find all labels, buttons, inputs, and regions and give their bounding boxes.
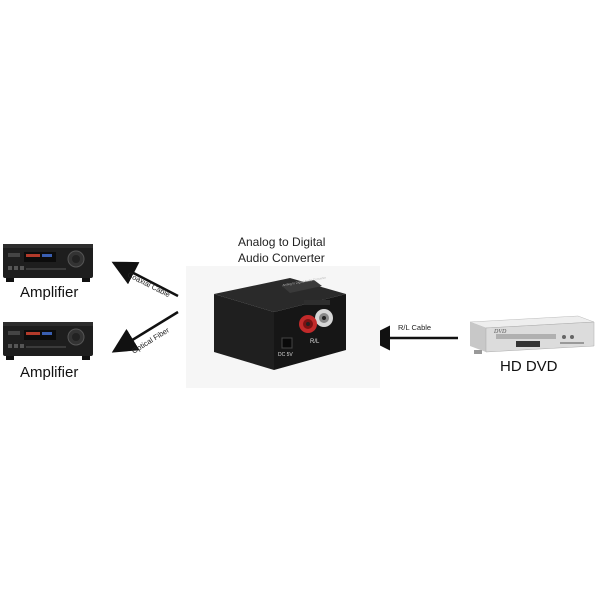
- converter-port-rl-label: R/L: [310, 339, 320, 345]
- amplifier-1-image: [3, 244, 93, 282]
- hd-dvd-label: HD DVD: [500, 358, 558, 375]
- converter-device: [214, 278, 346, 370]
- amplifier-2-label: Amplifier: [20, 364, 79, 381]
- dvd-player-image: [469, 315, 595, 354]
- amplifier-1-label: Amplifier: [20, 284, 79, 301]
- rl-cable-label: R/L Cable: [398, 323, 432, 332]
- converter-title-line-2: Audio Converter: [238, 251, 325, 265]
- amplifier-2-image: [3, 322, 93, 360]
- coaxial-arrow: [111, 261, 179, 298]
- amplifier-1: Amplifier: [2, 240, 94, 301]
- optical-arrow: [111, 310, 179, 353]
- converter-port-dc-label: DC 5V: [278, 352, 293, 358]
- amplifier-2: Amplifier: [2, 318, 94, 381]
- hd-dvd-player: DVD HD DVD: [460, 312, 600, 382]
- converter-title-line-1: Analog to Digital: [238, 235, 326, 249]
- converter-photo: Analog to Digital Audio Converter R/L DC…: [186, 266, 380, 388]
- dvd-logo: DVD: [494, 329, 507, 335]
- converter-title: Analog to Digital Audio Converter: [238, 234, 325, 266]
